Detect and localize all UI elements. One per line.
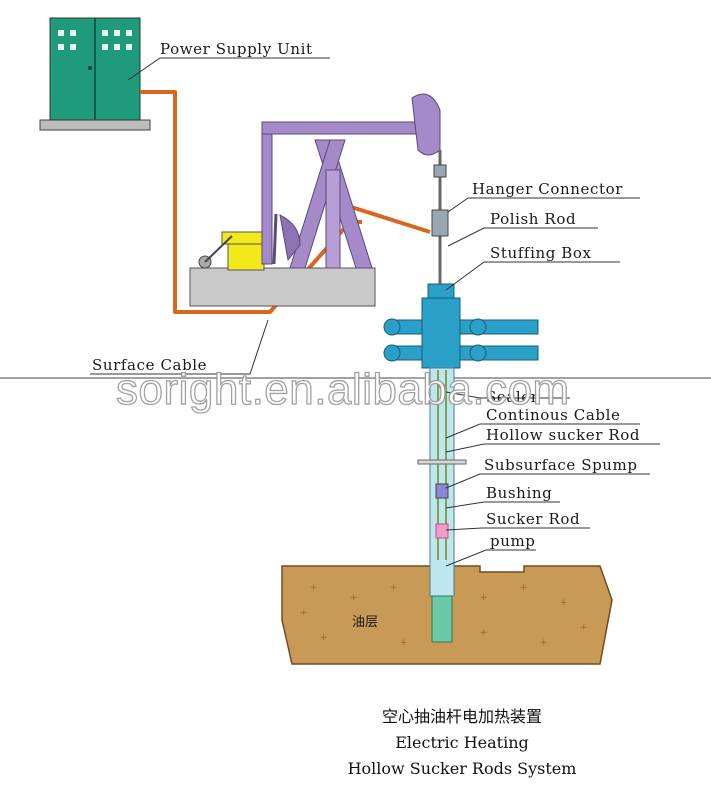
well-tubing — [417, 367, 467, 643]
pumpjack-base — [189, 267, 376, 307]
svg-text:+: + — [520, 583, 528, 593]
label-hanger-connector: Hanger Connector — [472, 180, 623, 198]
label-power-supply-unit: Power Supply Unit — [160, 40, 313, 58]
svg-text:+: + — [580, 623, 588, 633]
svg-text:+: + — [560, 598, 568, 608]
svg-text:+: + — [480, 628, 488, 638]
label-surface-cable: Surface Cable — [92, 356, 207, 374]
leader-lines — [90, 57, 660, 567]
label-subsurface-pump: Subsurface Spump — [484, 456, 638, 474]
svg-text:+: + — [320, 633, 328, 643]
label-bushing: Bushing — [486, 484, 552, 502]
caption-chinese: 空心抽油杆电加热装置 — [382, 707, 542, 726]
caption-line2: Hollow Sucker Rods System — [348, 759, 577, 778]
wellhead — [383, 283, 539, 369]
motor — [198, 231, 271, 271]
pumpjack — [261, 93, 441, 269]
caption-line1: Electric Heating — [395, 733, 529, 752]
label-pump: pump — [490, 532, 536, 550]
watermark: soright.en.alibaba.com — [116, 365, 570, 414]
svg-text:+: + — [540, 638, 548, 648]
label-polish-rod: Polish Rod — [490, 210, 576, 228]
polish-rod-assembly — [431, 150, 449, 290]
svg-text:+: + — [390, 583, 398, 593]
label-sealer: Sealer — [486, 388, 539, 406]
svg-text:+: + — [400, 638, 408, 648]
svg-text:+: + — [300, 608, 308, 618]
oil-layer-dots: + + + + + + + + + + + + — [300, 583, 588, 648]
svg-text:+: + — [480, 593, 488, 603]
svg-text:+: + — [310, 583, 318, 593]
cable-to-wellhead — [344, 203, 431, 234]
label-continuous-cable: Continous Cable — [486, 406, 621, 424]
label-sucker-rod: Sucker Rod — [486, 510, 580, 528]
label-hollow-sucker-rod: Hollow sucker Rod — [486, 426, 640, 444]
label-oil-layer: 油层 — [352, 615, 378, 630]
power-supply-cabinet — [39, 17, 151, 131]
label-stuffing-box: Stuffing Box — [490, 244, 592, 262]
svg-text:+: + — [350, 593, 358, 603]
